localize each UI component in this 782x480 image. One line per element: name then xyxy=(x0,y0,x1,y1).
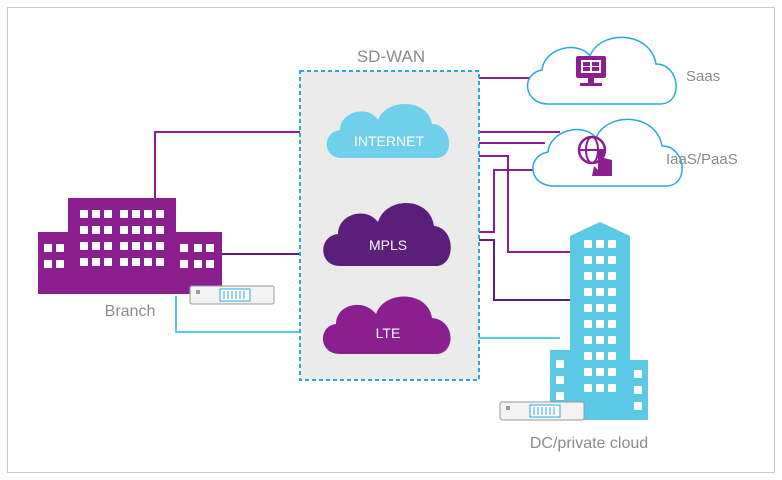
line-branch-internet xyxy=(154,131,300,198)
globe-touch-icon xyxy=(577,135,612,176)
cloud-mpls: MPLS xyxy=(323,202,451,266)
connector-lines xyxy=(154,77,576,339)
mpls-label: MPLS xyxy=(369,237,407,253)
line-dc-mpls xyxy=(479,239,570,301)
line-mpls-iaas xyxy=(479,169,546,233)
cloud-lte: LTE xyxy=(322,296,451,354)
dc-label: DC/private cloud xyxy=(530,435,648,452)
dc-appliance-icon xyxy=(499,401,585,421)
saas-label: Saas xyxy=(686,68,720,85)
cloud-internet: INTERNET xyxy=(326,103,450,158)
dc-windows xyxy=(556,240,642,410)
iaas-label: IaaS/PaaS xyxy=(666,151,738,168)
appliance-icon xyxy=(189,285,275,305)
line-branch-lte xyxy=(175,296,300,333)
cloud-saas xyxy=(526,36,677,105)
sdwan-title: SD-WAN xyxy=(357,47,425,66)
branch-windows xyxy=(44,210,214,268)
cloud-iaas xyxy=(532,118,683,187)
line-dc-internet xyxy=(479,155,570,253)
internet-label: INTERNET xyxy=(354,133,424,149)
monitor-icon xyxy=(576,56,606,86)
branch-label: Branch xyxy=(105,303,156,320)
lte-label: LTE xyxy=(376,325,401,341)
